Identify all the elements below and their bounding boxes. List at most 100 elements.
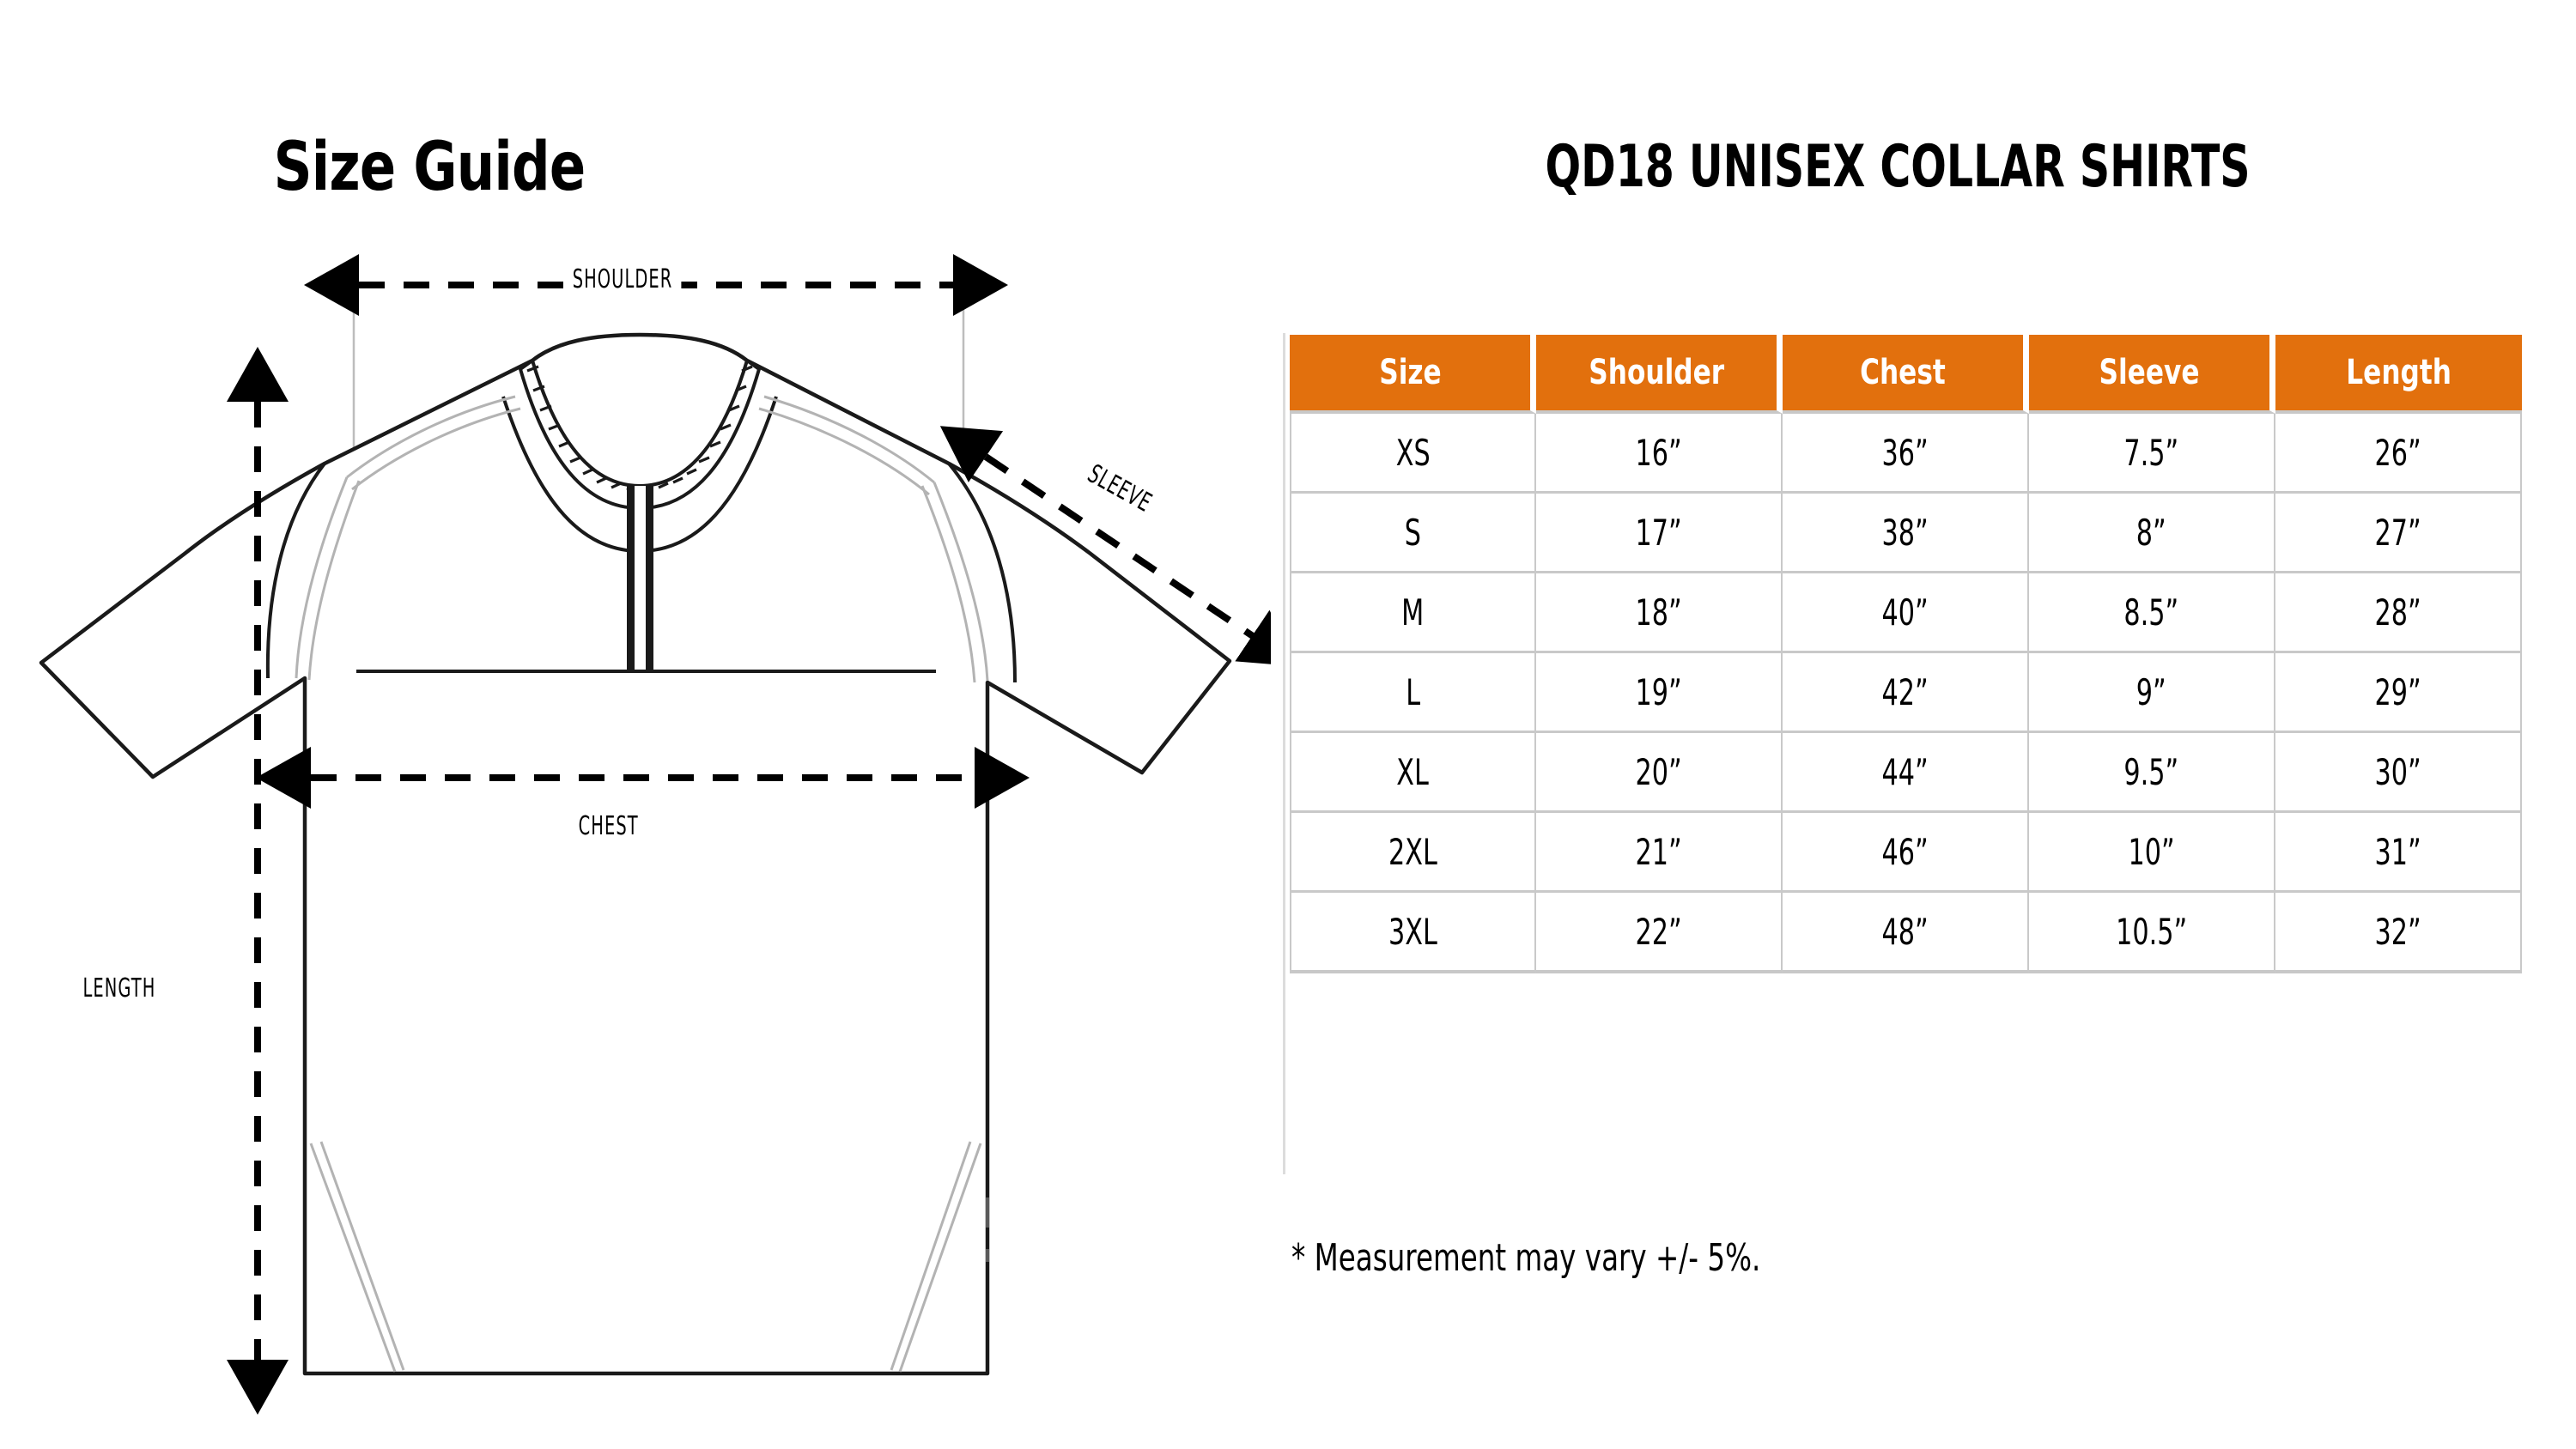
cell-value: 27” — [2374, 511, 2421, 554]
cell-value: 40” — [1881, 591, 1929, 634]
chest-label: CHEST — [572, 809, 645, 843]
shirt-technical-drawing — [39, 254, 1271, 1415]
side-vent-stitch-left — [309, 1141, 405, 1373]
armhole-stitch-left — [295, 476, 361, 681]
cell-value: XS — [1395, 431, 1431, 474]
column-header-sleeve-label: Sleeve — [2099, 353, 2200, 392]
cell-value: 3XL — [1388, 910, 1437, 953]
cell-size: 3XL — [1290, 893, 1536, 973]
cell-value: 21” — [1635, 830, 1682, 873]
table-row: M 18” 40” 8.5” 28” — [1290, 573, 2522, 653]
cell-value: 29” — [2374, 670, 2421, 713]
shoulder-stitch-right — [758, 395, 935, 496]
cell-value: 36” — [1881, 431, 1929, 474]
cell-value: 44” — [1881, 750, 1929, 793]
cell-shoulder: 17” — [1536, 494, 1783, 573]
cell-sleeve: 9.5” — [2029, 733, 2275, 813]
cell-value: 7.5” — [2123, 431, 2179, 474]
cell-value: 18” — [1635, 591, 1682, 634]
cell-shoulder: 21” — [1536, 813, 1783, 893]
side-vent-stitch-right — [890, 1141, 982, 1373]
cell-length: 28” — [2275, 573, 2522, 653]
cell-chest: 36” — [1783, 414, 2029, 494]
shoulder-label: SHOULDER — [563, 262, 682, 297]
cell-value: 22” — [1635, 910, 1682, 953]
cell-chest: 48” — [1783, 893, 2029, 973]
cell-chest: 44” — [1783, 733, 2029, 813]
table-row: 2XL 21” 46” 10” 31” — [1290, 813, 2522, 893]
column-header-size-label: Size — [1378, 353, 1442, 392]
column-header-shoulder-label: Shoulder — [1589, 353, 1724, 392]
table-header-row: Size Shoulder Chest Sleeve Length — [1290, 335, 2522, 414]
table-row: XS 16” 36” 7.5” 26” — [1290, 414, 2522, 494]
size-guide-title: Size Guide — [273, 129, 586, 206]
cell-length: 32” — [2275, 893, 2522, 973]
cell-value: 28” — [2374, 591, 2421, 634]
cell-value: 20” — [1635, 750, 1682, 793]
cell-value: L — [1406, 670, 1420, 713]
shirt-diagram-panel: Size Guide — [0, 0, 1271, 1449]
column-header-shoulder: Shoulder — [1536, 335, 1783, 414]
cell-value: 2XL — [1388, 830, 1437, 873]
cell-value: 30” — [2374, 750, 2421, 793]
cell-sleeve: 8” — [2029, 494, 2275, 573]
table-row: L 19” 42” 9” 29” — [1290, 653, 2522, 733]
cell-value: XL — [1396, 750, 1430, 793]
cell-value: 42” — [1881, 670, 1929, 713]
cell-value: M — [1401, 591, 1425, 634]
cell-sleeve: 7.5” — [2029, 414, 2275, 494]
cell-value: 10” — [2128, 830, 2175, 873]
cell-value: 26” — [2374, 431, 2421, 474]
cell-length: 29” — [2275, 653, 2522, 733]
cell-size: XL — [1290, 733, 1536, 813]
cell-chest: 38” — [1783, 494, 2029, 573]
shoulder-stitch-left — [346, 395, 521, 491]
cell-chest: 46” — [1783, 813, 2029, 893]
column-header-chest-label: Chest — [1860, 353, 1946, 392]
cell-value: 19” — [1635, 670, 1682, 713]
cell-size: M — [1290, 573, 1536, 653]
cell-value: 16” — [1635, 431, 1682, 474]
table-row: 3XL 22” 48” 10.5” 32” — [1290, 893, 2522, 973]
cell-value: 46” — [1881, 830, 1929, 873]
cell-size: XS — [1290, 414, 1536, 494]
table-row: S 17” 38” 8” 27” — [1290, 494, 2522, 573]
column-header-sleeve: Sleeve — [2029, 335, 2275, 414]
cell-value: 9.5” — [2123, 750, 2179, 793]
cell-length: 26” — [2275, 414, 2522, 494]
table-row: XL 20” 44” 9.5” 30” — [1290, 733, 2522, 813]
sleeve-dimension-arrow — [939, 426, 1271, 667]
cell-size: S — [1290, 494, 1536, 573]
cell-shoulder: 16” — [1536, 414, 1783, 494]
cell-value: 8.5” — [2123, 591, 2179, 634]
cell-size: 2XL — [1290, 813, 1536, 893]
cell-value: 31” — [2374, 830, 2421, 873]
collar-rib-hatching — [526, 365, 753, 492]
cell-shoulder: 20” — [1536, 733, 1783, 813]
cell-value: 32” — [2374, 910, 2421, 953]
cell-sleeve: 9” — [2029, 653, 2275, 733]
table-left-rule — [1283, 333, 1285, 1174]
cell-shoulder: 19” — [1536, 653, 1783, 733]
cell-value: 48” — [1881, 910, 1929, 953]
cell-sleeve: 10.5” — [2029, 893, 2275, 973]
cell-value: 8” — [2136, 511, 2166, 554]
cell-value: 38” — [1881, 511, 1929, 554]
cell-sleeve: 10” — [2029, 813, 2275, 893]
cell-value: 17” — [1635, 511, 1682, 554]
column-header-chest: Chest — [1783, 335, 2029, 414]
cell-value: S — [1404, 511, 1422, 554]
length-label: LENGTH — [76, 972, 162, 1005]
size-chart-table: Size Shoulder Chest Sleeve Length — [1290, 335, 2522, 973]
column-header-length: Length — [2275, 335, 2522, 414]
product-title: QD18 UNISEX COLLAR SHIRTS — [1545, 133, 2251, 201]
cell-size: L — [1290, 653, 1536, 733]
cell-chest: 42” — [1783, 653, 2029, 733]
cell-shoulder: 22” — [1536, 893, 1783, 973]
cell-chest: 40” — [1783, 573, 2029, 653]
cell-length: 31” — [2275, 813, 2522, 893]
cell-value: 10.5” — [2115, 910, 2188, 953]
cell-shoulder: 18” — [1536, 573, 1783, 653]
cell-length: 30” — [2275, 733, 2522, 813]
